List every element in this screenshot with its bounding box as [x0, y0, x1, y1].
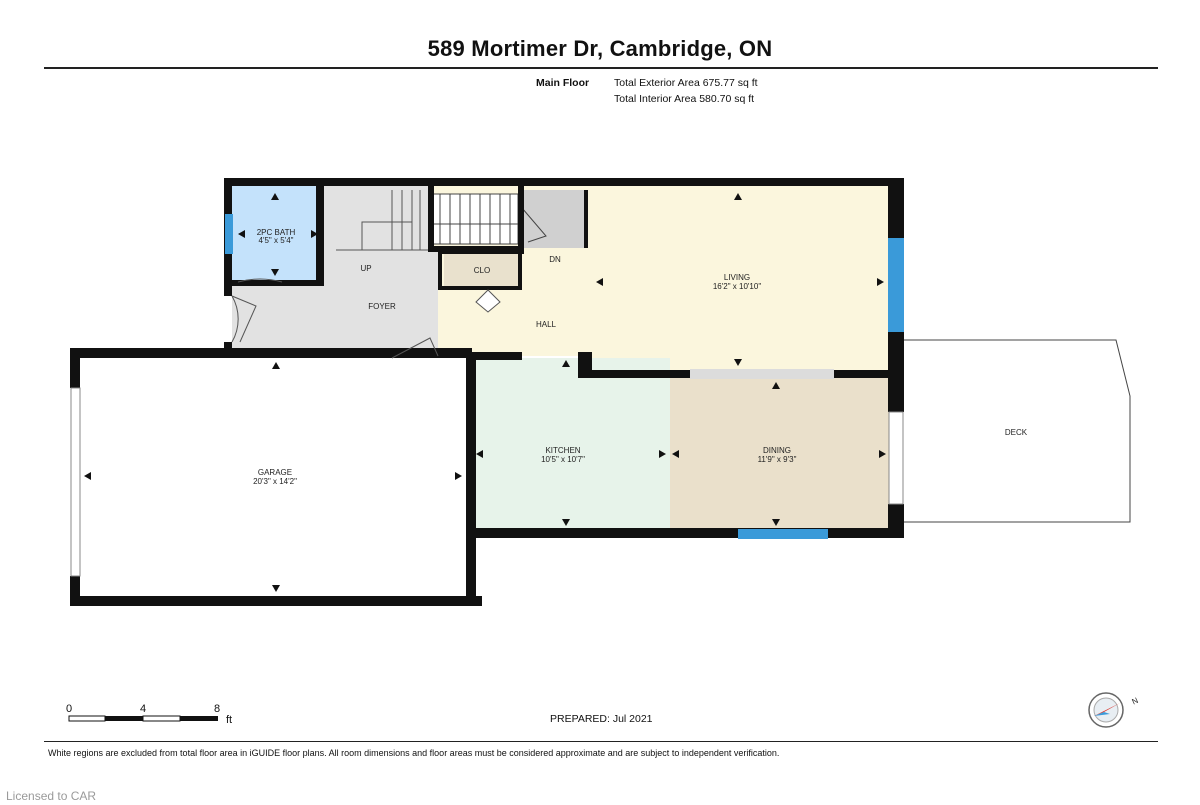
up-label: UP — [360, 264, 371, 273]
deck-name: DECK — [1005, 428, 1028, 437]
hall-name: HALL — [536, 320, 557, 329]
header-rule — [44, 67, 1158, 69]
bath-fill — [232, 186, 324, 282]
living-dims: 16'2" x 10'10" — [713, 282, 761, 291]
dining-opening — [690, 369, 834, 379]
kitchen-name: KITCHEN — [545, 446, 580, 455]
footer-rule — [44, 741, 1158, 742]
foyer-fill — [232, 186, 438, 356]
stairs-up — [336, 190, 428, 251]
dimension-marks — [84, 193, 886, 592]
dining-name: DINING — [763, 446, 791, 455]
closet-fill — [444, 254, 520, 286]
closet-name: CLO — [474, 266, 490, 275]
license-watermark: Licensed to CAR — [6, 789, 97, 803]
kitchen-fill — [474, 358, 670, 530]
scale-bar — [68, 715, 218, 722]
deck-outline — [904, 339, 1131, 523]
scale-tick-8: 8 — [214, 703, 221, 715]
floor-label: Main Floor — [536, 77, 590, 89]
windows — [70, 214, 904, 577]
scale-tick-0: 0 — [66, 703, 73, 715]
dining-fill — [670, 378, 892, 530]
exterior-area: Total Exterior Area 675.77 sq ft — [614, 77, 758, 89]
compass-north-label: N — [1130, 696, 1139, 707]
doors — [231, 278, 501, 359]
disclaimer: White regions are excluded from total fl… — [48, 748, 780, 758]
garage-dims: 20'3" x 14'2" — [253, 477, 297, 486]
scale-unit: ft — [226, 714, 233, 726]
living-name: LIVING — [724, 273, 750, 282]
garage-name: GARAGE — [258, 468, 292, 477]
dining-dims: 11'9" x 9'3" — [758, 455, 797, 464]
page-title: 589 Mortimer Dr, Cambridge, ON — [427, 36, 773, 61]
foyer-name: FOYER — [368, 302, 396, 311]
kitchen-dims: 10'5" x 10'7" — [541, 455, 585, 464]
scale-tick-4: 4 — [140, 703, 147, 715]
compass-icon: N — [1088, 692, 1140, 728]
bath-dims: 4'5" x 5'4" — [259, 236, 294, 245]
stair-landing — [524, 190, 586, 248]
bath-name: 2PC BATH — [257, 228, 296, 237]
down-label: DN — [549, 255, 561, 264]
prepared-date: PREPARED: Jul 2021 — [550, 713, 653, 725]
interior-area: Total Interior Area 580.70 sq ft — [614, 93, 755, 105]
